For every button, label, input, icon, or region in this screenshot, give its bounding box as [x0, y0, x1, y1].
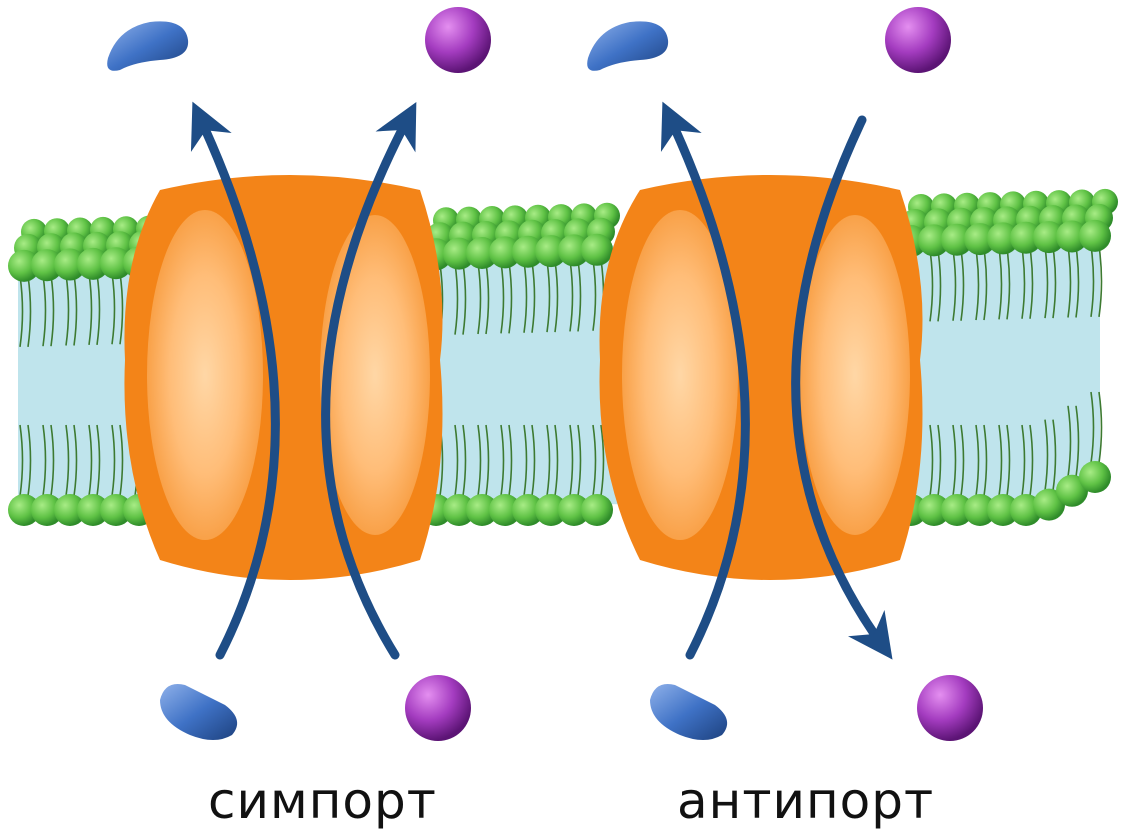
molecule-purple-sym-top [425, 7, 491, 73]
symporter-protein [124, 175, 442, 580]
molecule-purple-sym-bottom [405, 675, 471, 741]
antiport-label: антипорт [677, 772, 934, 830]
molecule-blue-sym-top [107, 21, 188, 70]
molecule-purple-anti-bottom [917, 675, 983, 741]
molecule-purple-anti-top [885, 7, 951, 73]
molecule-blue-anti-top [587, 21, 668, 70]
symport-label: симпорт [208, 772, 437, 830]
molecule-blue-sym-bottom [160, 684, 237, 740]
molecule-blue-anti-bottom [650, 684, 727, 740]
antiporter-protein [600, 175, 923, 580]
